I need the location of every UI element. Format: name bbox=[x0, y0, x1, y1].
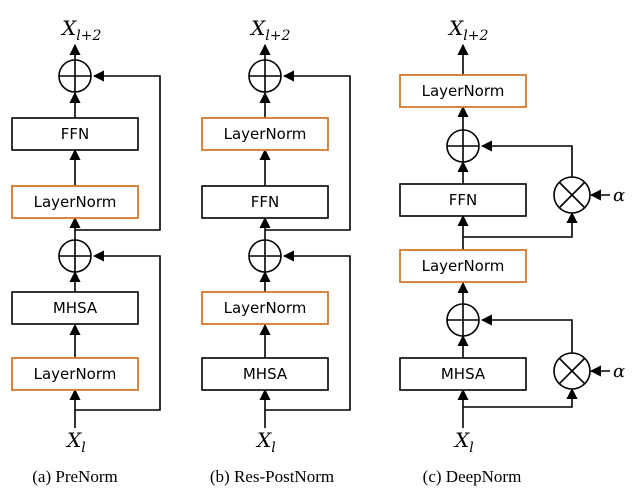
block-layernorm bbox=[201, 291, 329, 325]
block-label: MHSA bbox=[243, 365, 288, 383]
caption: (b) Res-PostNorm bbox=[210, 467, 334, 486]
block-layernorm bbox=[201, 117, 329, 151]
block-layernorm bbox=[11, 185, 139, 219]
block-layernorm bbox=[399, 249, 527, 283]
block-ffn bbox=[201, 185, 329, 219]
block-ffn bbox=[399, 183, 527, 217]
panel-prenorm: LayerNorm MHSA LayerNorm FFN Xl+2 Xl (a)… bbox=[11, 16, 161, 486]
block-mhsa bbox=[11, 291, 139, 325]
block-layernorm bbox=[11, 357, 139, 391]
alpha-label: α bbox=[613, 185, 625, 206]
block-mhsa bbox=[201, 357, 329, 391]
panel-deepnorm: MHSA LayerNorm FFN LayerNorm α α Xl+2 Xl… bbox=[399, 16, 625, 486]
block-label: FFN bbox=[61, 125, 89, 143]
input-label: Xl bbox=[65, 428, 86, 456]
alpha-label: α bbox=[613, 361, 625, 382]
output-label: Xl+2 bbox=[447, 16, 488, 44]
block-label: LayerNorm bbox=[34, 365, 117, 383]
block-label: LayerNorm bbox=[422, 82, 505, 100]
input-label: Xl bbox=[255, 428, 276, 456]
block-label: LayerNorm bbox=[224, 125, 307, 143]
block-label: MHSA bbox=[53, 299, 98, 317]
block-label: LayerNorm bbox=[224, 299, 307, 317]
panel-res-postnorm: MHSA LayerNorm FFN LayerNorm Xl+2 Xl (b)… bbox=[201, 16, 351, 486]
block-label: MHSA bbox=[441, 365, 486, 383]
output-label: Xl+2 bbox=[249, 16, 290, 44]
caption: (a) PreNorm bbox=[32, 467, 117, 486]
output-label: Xl+2 bbox=[60, 16, 101, 44]
caption: (c) DeepNorm bbox=[423, 467, 522, 486]
block-label: FFN bbox=[449, 191, 477, 209]
block-label: LayerNorm bbox=[422, 257, 505, 275]
block-mhsa bbox=[399, 357, 527, 391]
block-layernorm bbox=[399, 74, 527, 108]
block-label: FFN bbox=[251, 193, 279, 211]
block-ffn bbox=[11, 117, 139, 151]
input-label: Xl bbox=[453, 428, 474, 456]
block-label: LayerNorm bbox=[34, 193, 117, 211]
